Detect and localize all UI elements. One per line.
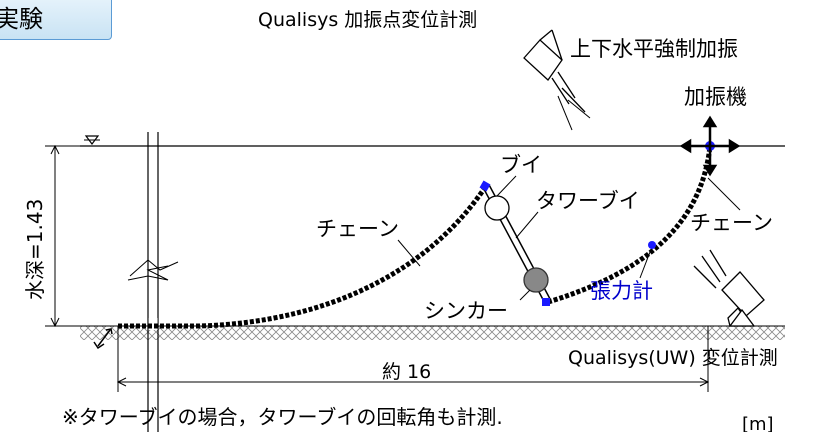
buoy-label: ブイ xyxy=(500,153,542,177)
water-level-symbol xyxy=(84,135,100,145)
leader-chain-right xyxy=(707,177,741,211)
qualisys-uw-label: Qualisys(UW) 変位計測 xyxy=(568,347,778,369)
chain-left-label: チェーン xyxy=(316,217,399,241)
exciter-arrows-icon xyxy=(679,115,741,177)
camera-uw-stand xyxy=(728,308,756,327)
sinker-label: シンカー xyxy=(424,299,508,323)
seabed xyxy=(80,326,785,340)
camera-top-ray2 xyxy=(567,99,591,119)
sensor-bottom-buoy xyxy=(542,298,550,306)
qualisys-top-label: Qualisys 加振点変位計測 xyxy=(258,9,477,31)
right-chain xyxy=(547,145,713,305)
tower-buoy xyxy=(482,184,552,304)
sinker-weight xyxy=(523,267,549,293)
camera-top-icon xyxy=(523,29,586,113)
leader-tower-buoy xyxy=(515,211,539,239)
tension-sensor xyxy=(648,241,656,249)
leader-buoy xyxy=(496,175,517,197)
camera-uw-icon xyxy=(693,249,765,327)
tower-buoy-label: タワーブイ xyxy=(536,189,640,213)
leader-sinker xyxy=(519,289,531,301)
depth-label: 水深=1.43 xyxy=(23,199,47,300)
buoy-float xyxy=(484,195,510,221)
anchor-symbol xyxy=(93,328,113,350)
tension-gauge-label: 張力計 xyxy=(590,279,653,303)
leader-chain-left xyxy=(397,239,421,267)
experiment-tag-label: 実験 xyxy=(0,5,43,33)
break-line xyxy=(127,132,179,432)
forced-excitation-label: 上下水平強制加振 xyxy=(570,37,738,61)
depth-dimension xyxy=(45,144,80,328)
unit-label: [m] xyxy=(742,414,774,432)
camera-top-ray1 xyxy=(557,95,573,131)
sensor-top-buoy xyxy=(479,180,491,192)
length-dimension xyxy=(116,326,710,392)
chain-right-label: チェーン xyxy=(690,211,773,235)
leader-tension xyxy=(639,251,651,279)
left-chain xyxy=(118,184,489,329)
exciter-label: 加振機 xyxy=(684,85,747,109)
note-text: ※タワーブイの場合，タワーブイの回転角も計測. xyxy=(62,405,503,429)
length-label: 約 16 xyxy=(382,361,431,383)
experiment-tag: 実験 xyxy=(0,0,112,40)
